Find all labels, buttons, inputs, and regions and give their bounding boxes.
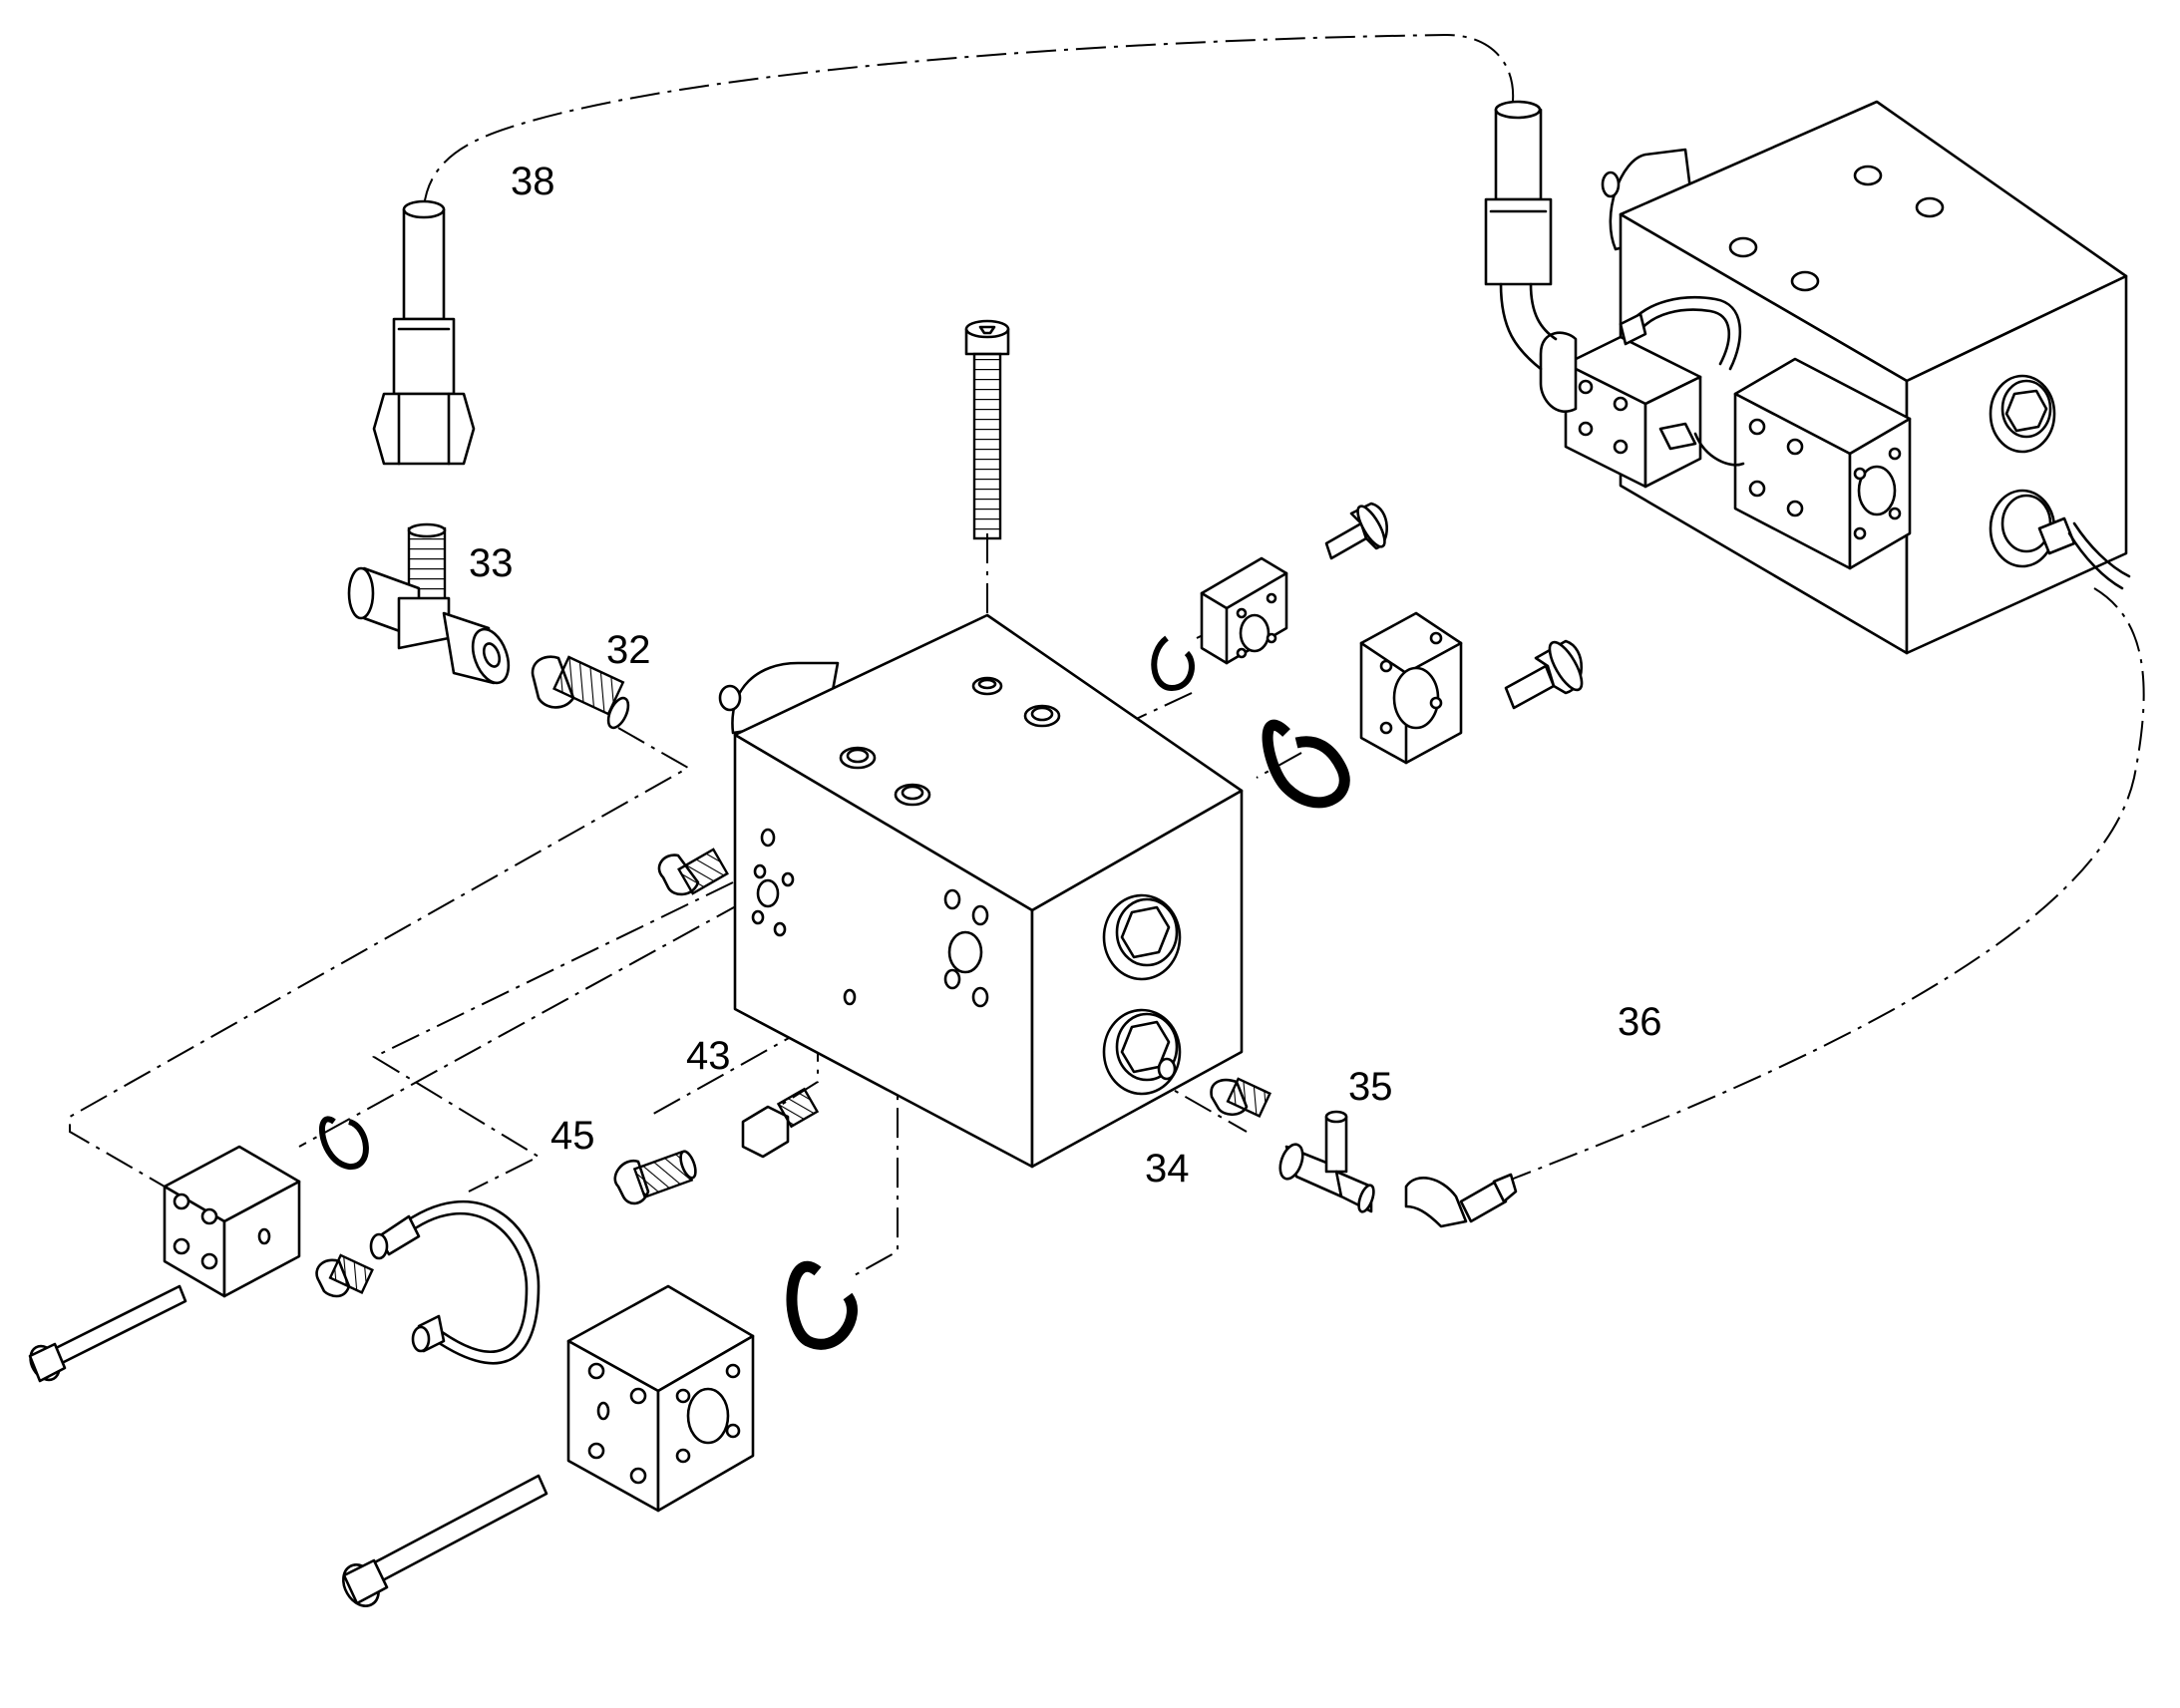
large-seal-ring (1262, 719, 1350, 809)
adapter-fitting-32 (531, 655, 630, 730)
callout-36: 36 (1618, 1000, 1662, 1044)
callout-35: 35 (1348, 1065, 1393, 1109)
bottom-flange-block (566, 1284, 755, 1513)
fitting-43 (741, 1087, 820, 1159)
small-flange (1200, 556, 1288, 665)
tee-fitting-35 (1278, 1110, 1375, 1213)
left-small-fitting (315, 1253, 374, 1298)
reference-front-block (1733, 357, 1912, 570)
hose-38-end (372, 199, 476, 466)
large-flange (1359, 611, 1463, 765)
callout-34: 34 (1145, 1147, 1190, 1191)
hose-36-route (1505, 587, 2145, 1183)
reference-hose-38 (1484, 100, 1558, 371)
callout-labels: 38 33 32 43 45 34 35 36 (469, 160, 1662, 1191)
left-bent-tube (369, 1199, 541, 1365)
callout-33: 33 (469, 541, 514, 585)
hose-38-route (423, 33, 1515, 208)
top-long-bolt (964, 319, 1010, 540)
callout-38: 38 (511, 160, 555, 203)
bottom-long-bolt (342, 1474, 548, 1607)
fitting-34 (1210, 1077, 1272, 1118)
reference-hose-36-fitting (2037, 516, 2131, 590)
reference-small-block (1539, 296, 1745, 489)
small-flange-bolt (1324, 502, 1388, 560)
left-small-block (163, 1145, 301, 1298)
callout-45: 45 (550, 1114, 595, 1158)
bottom-large-seal-ring (786, 1260, 858, 1350)
tee-fitting-33 (347, 522, 511, 685)
hose-36-elbow (1404, 1173, 1518, 1228)
fitting-45 (613, 1150, 697, 1205)
callout-32: 32 (606, 628, 651, 672)
left-small-seal-ring (319, 1116, 369, 1170)
left-long-bolt (28, 1284, 187, 1383)
main-valve-block (718, 613, 1244, 1169)
large-flange-bolt (1504, 639, 1584, 710)
left-check-fitting-upper (657, 848, 729, 896)
callout-43: 43 (686, 1034, 731, 1078)
small-seal-ring (1151, 635, 1195, 692)
